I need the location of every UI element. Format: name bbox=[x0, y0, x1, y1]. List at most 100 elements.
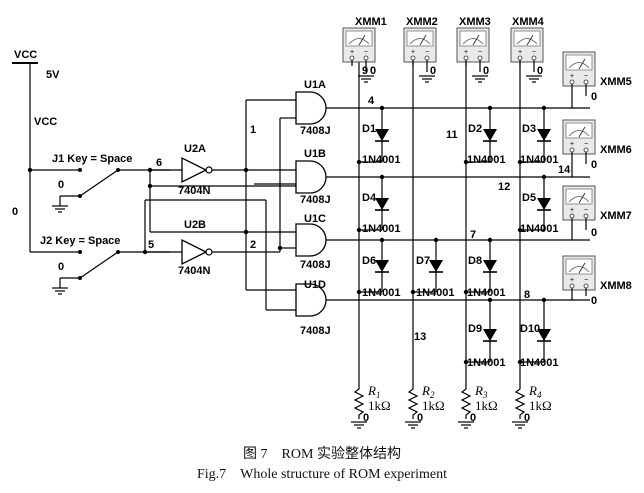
switch-j1-gnd-label: 0 bbox=[58, 179, 64, 191]
input-wiring bbox=[142, 99, 296, 311]
switch-j2-label: J2 Key = Space bbox=[40, 235, 120, 247]
node-0-label: 0 bbox=[12, 206, 18, 218]
diode-d8-part: 1N4001 bbox=[467, 287, 506, 299]
resistor-r4-sub: 4 bbox=[537, 390, 542, 400]
meter-xmm3-gnd: 0 bbox=[483, 65, 489, 77]
svg-text:R4: R4 bbox=[528, 383, 542, 400]
vcc-source: VCC 5V VCC 0 bbox=[12, 49, 60, 252]
resistor-r2-name: R bbox=[421, 383, 430, 398]
resistor-r1-sub: 1 bbox=[376, 390, 381, 400]
diode-d9: D9 1N4001 bbox=[466, 300, 506, 369]
gate-u1d-label: U1D bbox=[304, 279, 326, 291]
node-14-label: 14 bbox=[558, 164, 571, 176]
resistor-r1: R1 1kΩ 0 bbox=[350, 383, 391, 429]
node-4-label: 4 bbox=[368, 95, 375, 107]
diode-d2: D2 1N4001 bbox=[466, 108, 506, 166]
resistor-r1-name: R bbox=[367, 383, 376, 398]
gate-u1b-part: 7408J bbox=[300, 194, 331, 206]
diode-d6-part: 1N4001 bbox=[362, 287, 401, 299]
svg-text:R3: R3 bbox=[474, 383, 488, 400]
diode-d8-label: D8 bbox=[468, 255, 482, 267]
node-5-label: 5 bbox=[148, 239, 154, 251]
meter-xmm1-label: XMM1 bbox=[355, 16, 387, 28]
meter-xmm5-gnd: 0 bbox=[591, 91, 597, 103]
resistor-r4: R4 1kΩ 0 bbox=[511, 383, 552, 429]
vcc-top-label: VCC bbox=[14, 49, 37, 61]
resistor-r3-gnd: 0 bbox=[470, 412, 476, 424]
node-9-label: 9 bbox=[362, 65, 368, 77]
diode-d1-label: D1 bbox=[362, 123, 376, 135]
diode-d7-label: D7 bbox=[416, 255, 430, 267]
multimeter-xmm1: XMM1 bbox=[342, 16, 387, 83]
switch-j1[interactable]: J1 Key = Space 0 bbox=[30, 153, 170, 213]
meter-xmm8-gnd: 0 bbox=[591, 295, 597, 307]
switch-j2-gnd-label: 0 bbox=[58, 261, 64, 273]
meter-xmm2-gnd: 0 bbox=[430, 65, 436, 77]
gate-u1c-label: U1C bbox=[304, 213, 326, 225]
diode-d2-label: D2 bbox=[468, 123, 482, 135]
node-13-label: 13 bbox=[414, 331, 426, 343]
gate-u1a-label: U1A bbox=[304, 79, 326, 91]
vcc-mid-label: VCC bbox=[34, 116, 57, 128]
meter-xmm4-gnd: 0 bbox=[537, 65, 543, 77]
resistor-r2: R2 1kΩ 0 bbox=[404, 383, 445, 429]
meter-xmm4-label: XMM4 bbox=[512, 16, 545, 28]
resistor-r1-gnd: 0 bbox=[363, 412, 369, 424]
node-8-label: 8 bbox=[524, 289, 530, 301]
diode-d2-part: 1N4001 bbox=[467, 154, 506, 166]
diode-d9-label: D9 bbox=[468, 323, 482, 335]
meter-xmm6-gnd: 0 bbox=[591, 159, 597, 171]
meter-xmm1-gnd: 0 bbox=[370, 65, 376, 77]
meter-xmm7-label: XMM7 bbox=[600, 210, 632, 222]
diode-d3-part: 1N4001 bbox=[520, 154, 559, 166]
diode-d8: D8 1N4001 bbox=[466, 240, 506, 299]
multimeter-xmm2: XMM2 0 bbox=[403, 16, 438, 83]
diode-d6-label: D6 bbox=[362, 255, 376, 267]
multimeter-xmm4: XMM4 0 bbox=[510, 16, 545, 83]
diode-d9-part: 1N4001 bbox=[467, 357, 506, 369]
resistor-r3-sub: 3 bbox=[482, 390, 488, 400]
resistor-r4-name: R bbox=[528, 383, 537, 398]
vcc-voltage-label: 5V bbox=[46, 69, 60, 81]
diode-d6: D6 1N4001 bbox=[359, 240, 401, 299]
multimeter-xmm8: XMM8 0 bbox=[562, 255, 632, 307]
node-2-label: 2 bbox=[250, 239, 256, 251]
inverter-u2b-label: U2B bbox=[184, 219, 206, 231]
column-wires bbox=[358, 62, 521, 385]
diode-d3: D3 1N4001 bbox=[520, 108, 559, 166]
resistor-r2-sub: 2 bbox=[430, 390, 435, 400]
node-11-label: 11 bbox=[446, 129, 458, 141]
multimeter-xmm5: XMM5 0 bbox=[562, 51, 632, 108]
junction-dots bbox=[356, 105, 547, 365]
gate-u1a-part: 7408J bbox=[300, 125, 331, 137]
figure-caption-english: Fig.7 Whole structure of ROM experiment bbox=[196, 467, 447, 482]
meter-xmm5-label: XMM5 bbox=[600, 76, 632, 88]
gate-u1b-label: U1B bbox=[304, 148, 326, 160]
inverter-u2a-label: U2A bbox=[184, 143, 206, 155]
node-12-label: 12 bbox=[498, 181, 510, 193]
resistor-r3-name: R bbox=[474, 383, 483, 398]
and-gate-u1c: U1C 7408J bbox=[295, 213, 590, 271]
diode-d5: D5 1N4001 bbox=[520, 177, 559, 235]
diode-d10: D10 1N4001 bbox=[520, 300, 559, 369]
diode-d1-part: 1N4001 bbox=[362, 154, 401, 166]
diode-d7-part: 1N4001 bbox=[416, 287, 455, 299]
node-6-label: 6 bbox=[156, 157, 162, 169]
multimeter-xmm7: XMM7 0 bbox=[562, 185, 632, 240]
diode-d10-label: D10 bbox=[520, 323, 540, 335]
resistor-r4-gnd: 0 bbox=[524, 412, 530, 424]
diode-d5-part: 1N4001 bbox=[520, 223, 559, 235]
inverter-u2a: U2A 7404N bbox=[150, 143, 246, 197]
inverter-u2b: U2B 7404N bbox=[145, 219, 266, 277]
diode-d3-label: D3 bbox=[522, 123, 536, 135]
resistor-r2-value: 1kΩ bbox=[422, 398, 445, 413]
inverter-u2b-part: 7404N bbox=[178, 265, 210, 277]
diode-d4: D4 1N4001 bbox=[359, 177, 401, 235]
multimeter-xmm3: XMM3 0 bbox=[456, 16, 491, 83]
meter-xmm3-label: XMM3 bbox=[459, 16, 491, 28]
svg-text:R2: R2 bbox=[421, 383, 435, 400]
node-7-label: 7 bbox=[470, 229, 476, 241]
resistor-r3: R3 1kΩ 0 bbox=[457, 383, 498, 429]
gate-u1c-part: 7408J bbox=[300, 259, 331, 271]
inverter-u2a-part: 7404N bbox=[178, 185, 210, 197]
